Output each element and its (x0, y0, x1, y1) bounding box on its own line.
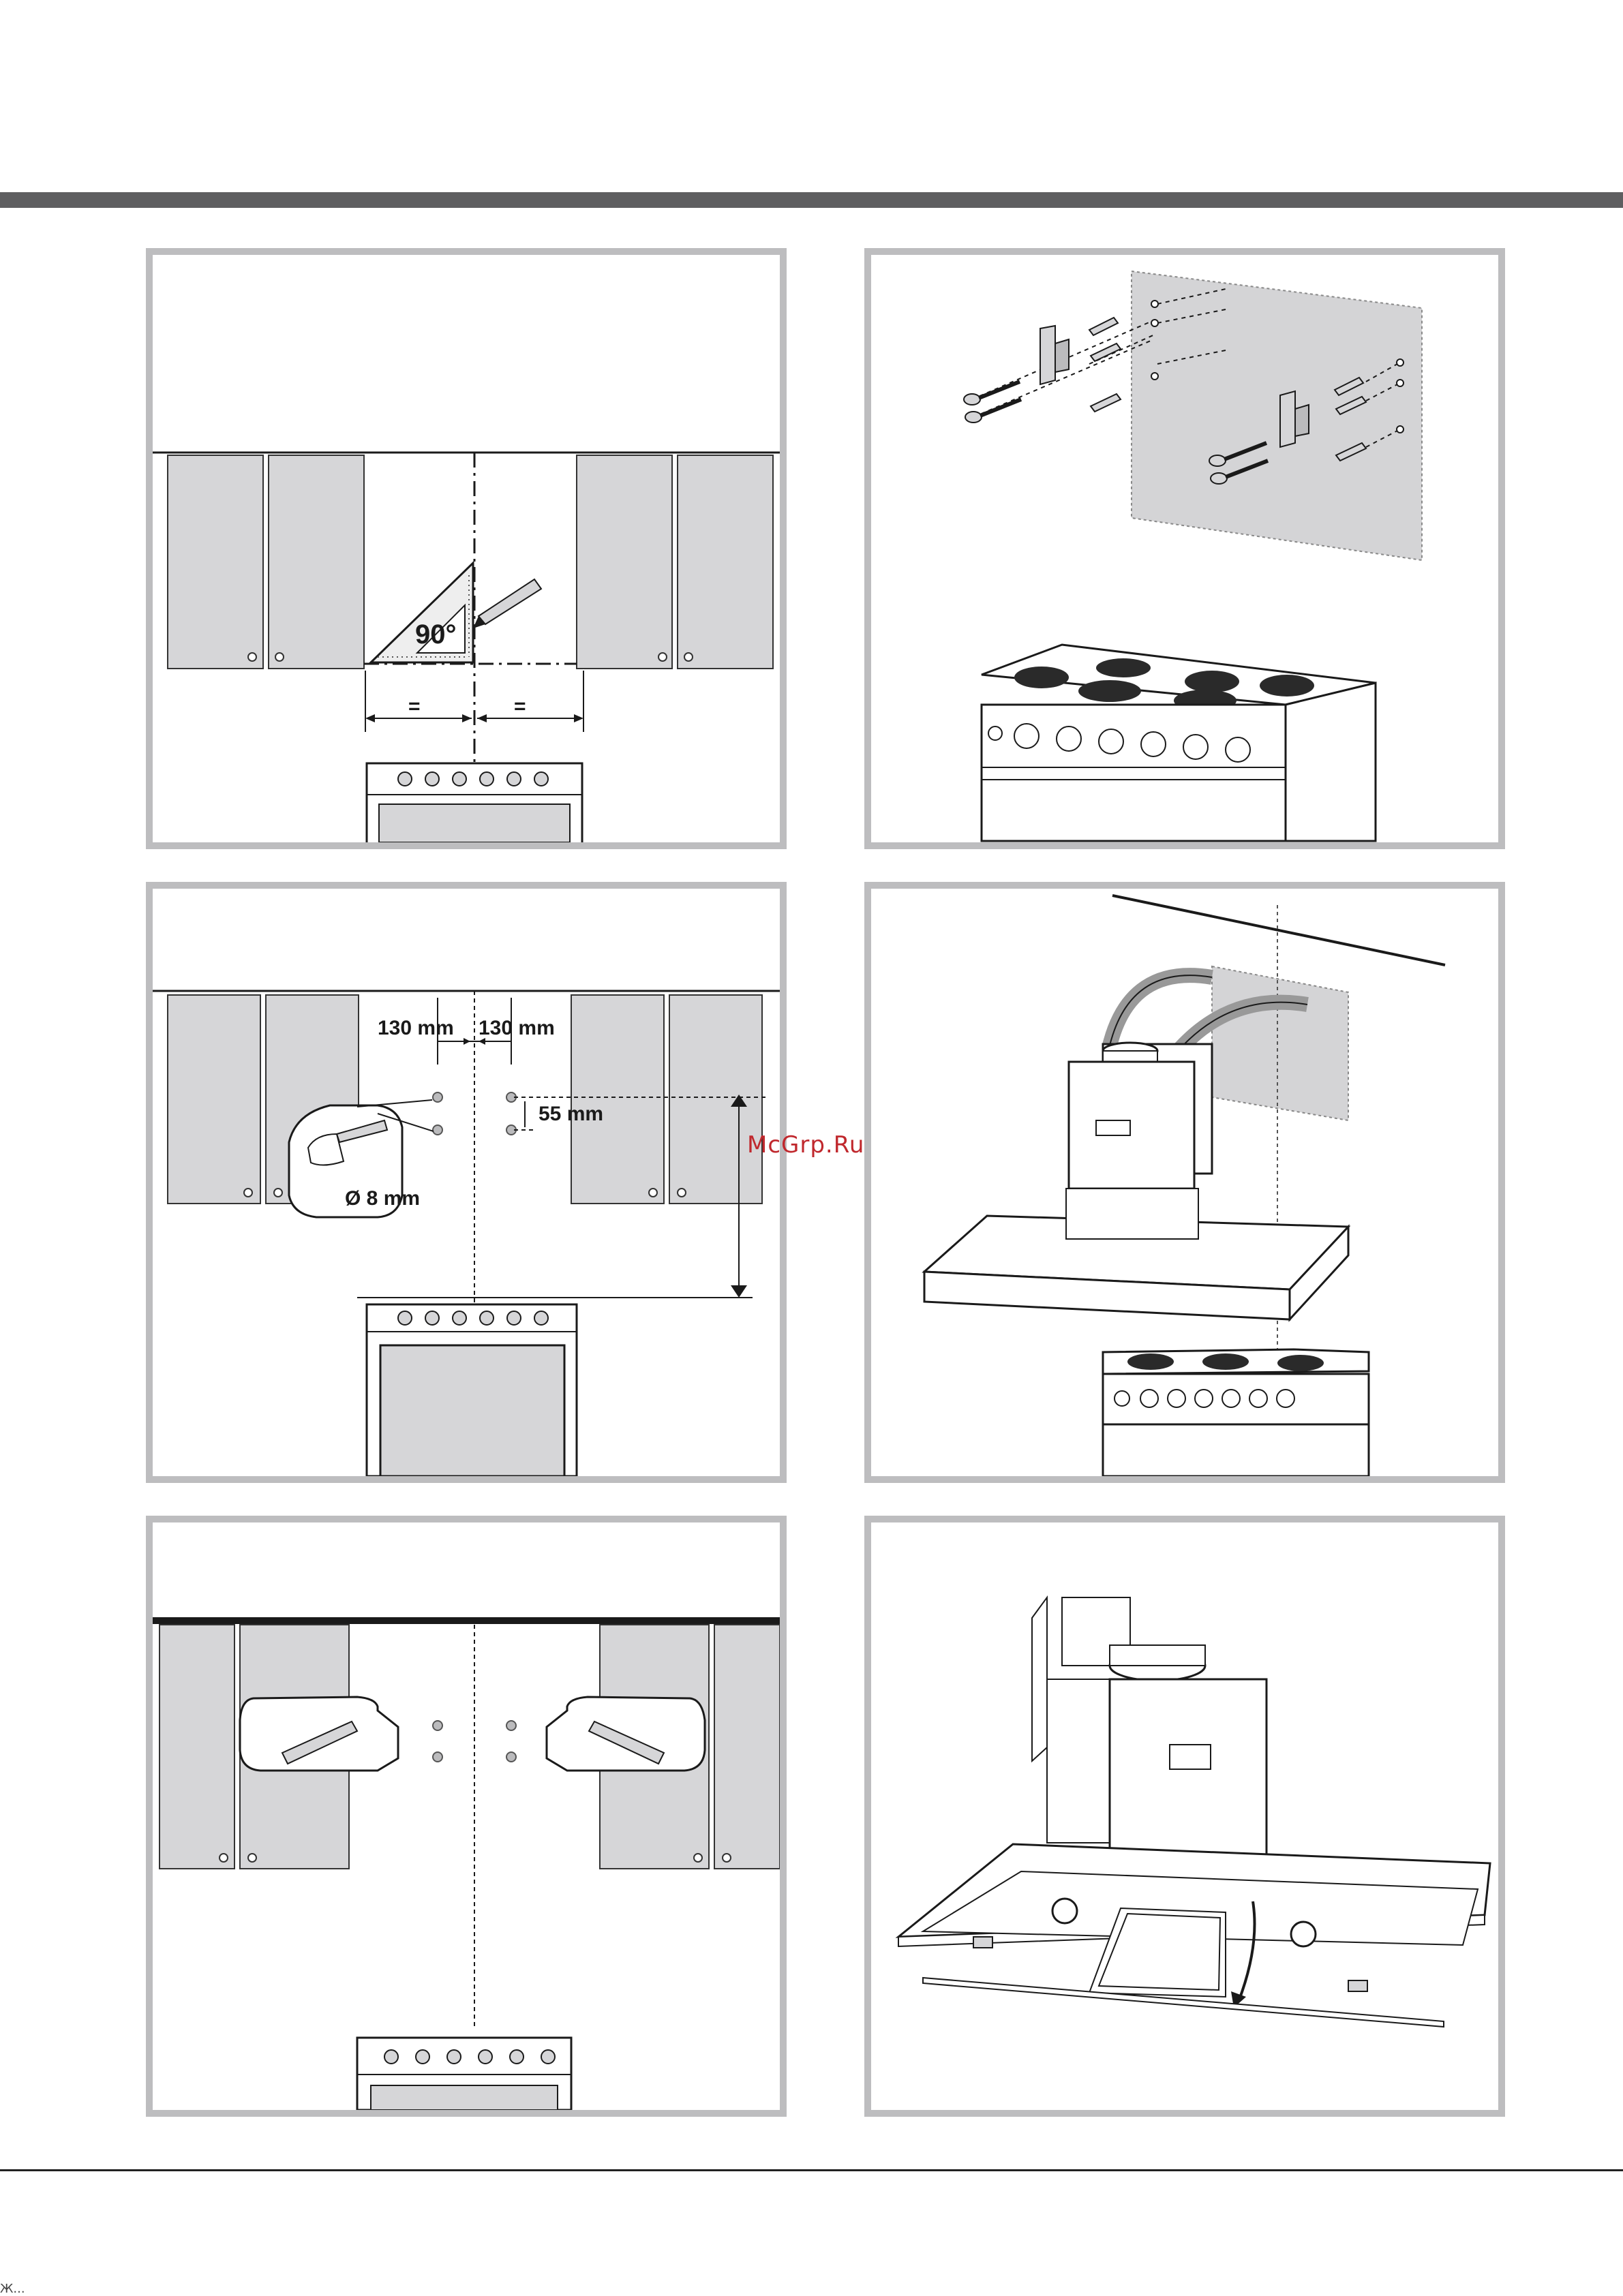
panel-open-filter-figure (871, 1522, 1498, 2110)
drill-diameter-label: Ø 8 mm (345, 1187, 420, 1210)
wall-plate (1132, 271, 1422, 560)
bracket-left (1040, 326, 1055, 384)
bracket-right (1280, 391, 1295, 447)
equal-mark-right: = (514, 695, 526, 718)
dimension-130mm-left: 130 mm (378, 1017, 454, 1039)
plug-callout-left (240, 1697, 398, 1771)
header-bar (0, 192, 1623, 208)
panel-insert-plugs (146, 1516, 787, 2117)
panel-mark-centerline: 90° = = (146, 248, 787, 849)
dimension-130mm-right: 130 mm (479, 1017, 555, 1039)
footer-rule (0, 2169, 1623, 2171)
panel-fix-brackets (864, 248, 1505, 849)
panel-mark-centerline-figure: 90° = = (153, 255, 780, 842)
pencil-icon (479, 579, 541, 624)
panel-hang-hood-figure (871, 889, 1498, 1476)
panel-drill-holes: 130 mm 130 mm 55 mm Ø 8 mm (146, 882, 787, 1483)
plug-callout-right (547, 1697, 705, 1771)
watermark: McGrp.Ru (747, 1131, 864, 1159)
panel-fix-brackets-figure (871, 255, 1498, 842)
panel-drill-holes-figure: 130 mm 130 mm 55 mm Ø 8 mm (153, 889, 780, 1476)
panel-open-filter (864, 1516, 1505, 2117)
dimension-55mm: 55 mm (539, 1103, 603, 1125)
angle-label: 90° (415, 619, 457, 649)
panel-hang-hood (864, 882, 1505, 1483)
panel-insert-plugs-figure (153, 1522, 780, 2110)
footer-text: Ж... (0, 2282, 25, 2296)
equal-mark-left: = (408, 695, 421, 718)
